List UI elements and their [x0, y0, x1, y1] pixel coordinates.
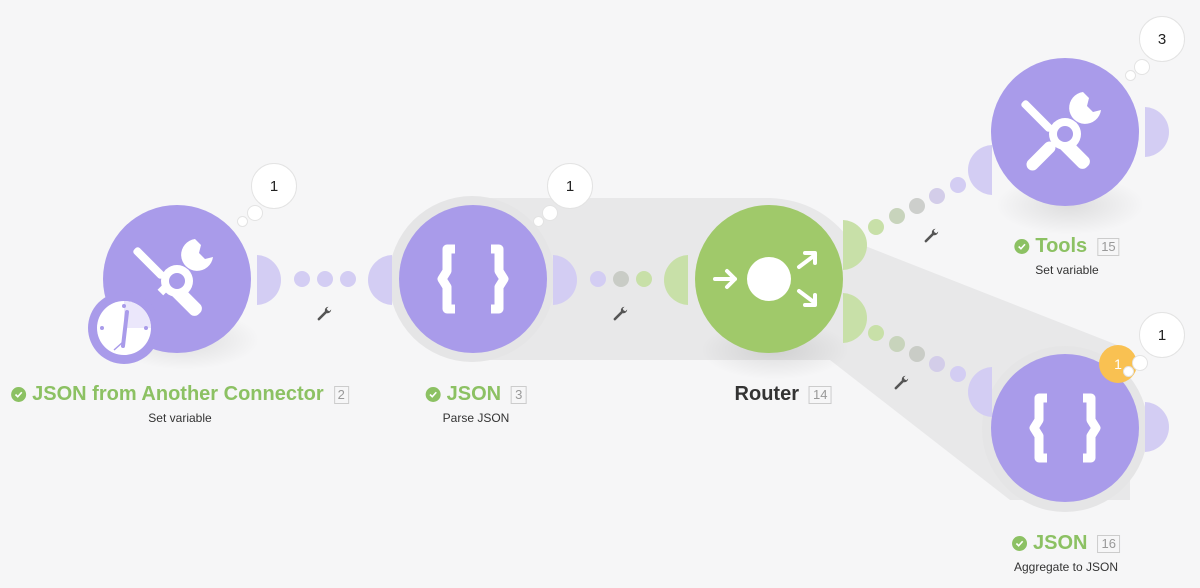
json-braces-icon — [437, 244, 509, 314]
wrench-icon[interactable] — [892, 374, 910, 392]
module-circle[interactable] — [103, 205, 251, 353]
tools-icon — [1021, 92, 1101, 171]
module-id-badge: 16 — [1097, 534, 1120, 553]
module-circle[interactable] — [399, 205, 547, 353]
schedule-badge[interactable] — [88, 292, 160, 364]
tools-icon — [133, 239, 213, 316]
wrench-icon[interactable] — [315, 305, 333, 323]
success-check-icon — [1014, 239, 1030, 254]
warning-count-badge[interactable]: 1 — [1099, 345, 1137, 383]
json-braces-icon — [1029, 393, 1101, 463]
operations-count-bubble[interactable]: 1 — [547, 163, 593, 209]
module-id-badge: 14 — [808, 385, 832, 404]
module-title: Tools — [1035, 235, 1088, 257]
module-id-badge: 2 — [333, 385, 349, 404]
operations-count-bubble[interactable]: 1 — [1139, 312, 1185, 358]
success-check-icon — [11, 387, 27, 402]
clock-icon — [97, 301, 151, 355]
module-title: JSON — [1033, 532, 1088, 554]
module-title: JSON from Another Connector — [32, 383, 324, 405]
module-title: JSON — [446, 383, 502, 405]
wrench-icon[interactable] — [611, 305, 629, 323]
module-subtitle: Set variable — [148, 411, 212, 425]
module-subtitle: Parse JSON — [442, 411, 510, 425]
module-subtitle: Set variable — [1035, 263, 1099, 277]
success-check-icon — [1012, 536, 1028, 551]
wrench-icon[interactable] — [922, 227, 940, 245]
operations-count-bubble[interactable]: 3 — [1139, 16, 1185, 62]
module-title: Router — [734, 383, 799, 405]
module-circle[interactable] — [695, 205, 843, 353]
operations-count-bubble[interactable]: 1 — [251, 163, 297, 209]
success-check-icon — [425, 387, 441, 402]
module-circle[interactable] — [991, 58, 1139, 206]
module-subtitle: Aggregate to JSON — [1013, 560, 1119, 574]
module-id-badge: 15 — [1097, 237, 1120, 256]
module-id-badge: 3 — [511, 385, 527, 404]
router-icon — [713, 251, 817, 307]
